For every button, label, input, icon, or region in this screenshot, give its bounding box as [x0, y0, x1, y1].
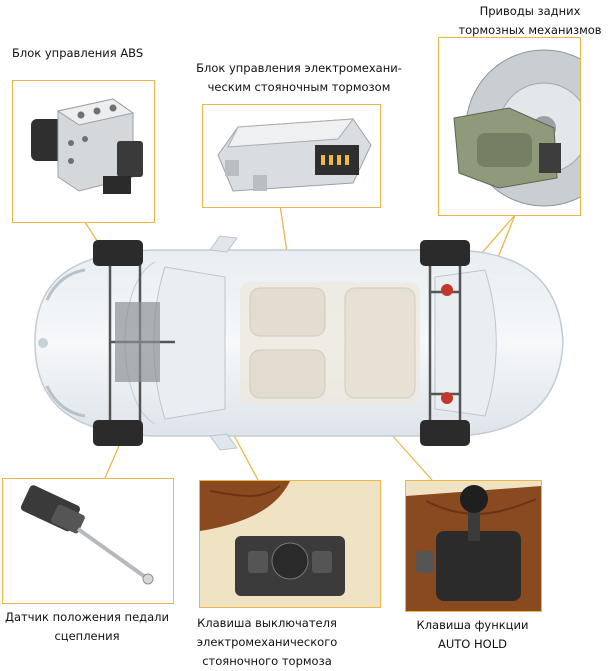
- abs-unit-panel: [12, 80, 155, 223]
- parking-brake-switch-panel: [199, 480, 381, 608]
- rear-actuator-left: [441, 284, 453, 296]
- front-seat-right: [249, 349, 326, 399]
- auto-hold-panel: [405, 480, 542, 612]
- gear-boot: [436, 531, 521, 601]
- epb-switch: [248, 551, 268, 573]
- wheel-rear-left: [420, 240, 470, 266]
- abs-label: Блок управления ABS: [12, 46, 144, 60]
- auto-hold-button-label: Клавиша функции AUTO HOLD: [416, 618, 529, 651]
- rear-actuator-right: [441, 392, 453, 404]
- sensor-rod: [76, 527, 150, 581]
- wheel-front-left: [93, 240, 143, 266]
- epb-control-unit-label: Блок управления электромехани- ческим ст…: [196, 61, 402, 94]
- rear-bench: [344, 287, 416, 399]
- wheel-front-right: [93, 420, 143, 446]
- abs-ecu-cover: [117, 141, 143, 177]
- epb-control-unit-panel: [202, 104, 381, 208]
- abs-pump-motor: [31, 119, 66, 161]
- auto-hold-button: [416, 551, 434, 573]
- rear-brake-actuators-panel: [438, 37, 581, 216]
- brake-motor: [477, 133, 532, 167]
- front-seat-left: [249, 287, 326, 337]
- clutch-pedal-sensor-label: Датчик положения педали сцепления: [5, 610, 169, 643]
- gear-knob: [460, 485, 488, 513]
- parking-brake-switch-label: Клавиша выключателя электромеханического…: [196, 616, 338, 668]
- wheel-rear-right: [420, 420, 470, 446]
- clutch-sensor-panel: [2, 478, 174, 604]
- light-switch-knob: [271, 542, 309, 580]
- engine-block: [115, 302, 160, 382]
- rear-brake-actuators-label: Приводы задних тормозных механизмов: [458, 4, 602, 37]
- car-top-view: [34, 235, 564, 451]
